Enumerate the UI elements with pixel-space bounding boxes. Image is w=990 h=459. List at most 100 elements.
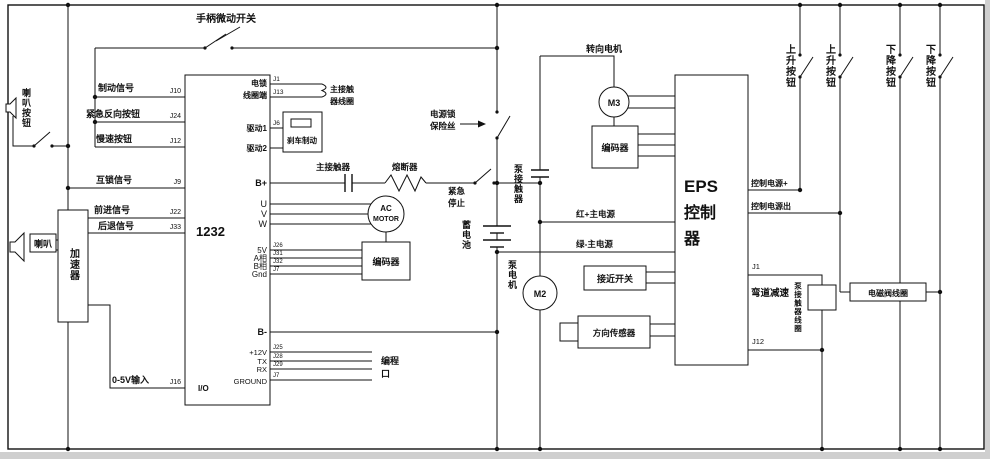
label-eps-3: 器	[683, 230, 701, 248]
pin-j28: J28	[273, 354, 283, 360]
label-control-power-out: 控制电源出	[751, 201, 791, 211]
label-v: V	[261, 209, 267, 219]
eps-controller-box	[674, 74, 749, 366]
label-ground: GROUND	[234, 377, 268, 386]
label-eps-2: 控制	[684, 203, 716, 222]
label-slow-button: 慢速按钮	[96, 133, 132, 144]
pin-eps-j1: J1	[752, 262, 760, 271]
pin-j32: J32	[273, 259, 283, 265]
label-encoder-right: 编码器	[601, 142, 629, 153]
horn-label-box	[29, 233, 57, 253]
power-lock-arrow	[460, 120, 486, 128]
label-programming-port-2: 口	[381, 369, 390, 379]
horn-button-speaker-icon	[5, 96, 17, 120]
switch-terminal-dots	[32, 46, 942, 185]
label-pump-motor: 泵电机	[507, 260, 518, 290]
label-encoder-left: 编码器	[372, 256, 400, 267]
label-lock-coil-2: 线圈端	[243, 90, 267, 100]
label-emergency-reverse-button: 紧急反向按钮	[86, 108, 140, 119]
label-up-button-1: 上升按钮	[784, 43, 797, 88]
label-up-button-2: 上升按钮	[824, 43, 837, 88]
label-interlock-signal: 互锁信号	[96, 174, 132, 185]
ac-motor-symbol	[367, 195, 405, 233]
pin-j29: J29	[273, 362, 283, 368]
pin-j26: J26	[273, 243, 283, 249]
handle-micro-switch-blade	[204, 33, 227, 49]
label-rx: RX	[257, 365, 267, 374]
label-backward-signal: 后退信号	[98, 220, 134, 231]
pin-j7-bottom: J7	[273, 373, 280, 379]
pin-j16: J16	[170, 379, 181, 386]
label-direction-sensor: 方向传感器	[593, 328, 636, 338]
pin-j33: J33	[170, 224, 181, 231]
label-phase-b: B相	[254, 261, 267, 271]
label-pump-contactor: 泵接触器	[513, 164, 524, 204]
label-w: W	[259, 219, 268, 229]
pin-j24: J24	[170, 113, 181, 120]
label-5v: 5V	[257, 246, 267, 255]
label-gnd: Gnd	[252, 270, 267, 279]
label-b-minus: B-	[258, 327, 268, 337]
main-contactor-coil-symbol	[320, 83, 327, 98]
label-accelerator: 加速器	[68, 247, 81, 281]
direction-sensor-box	[577, 315, 651, 349]
brake-coil-symbol	[290, 118, 312, 128]
label-power-lock-1: 电源锁	[430, 109, 456, 119]
label-red-main-power: 红+主电源	[576, 209, 615, 219]
label-main-contactor: 主接触器	[316, 162, 351, 172]
label-phase-a: A相	[254, 253, 267, 263]
label-lock-coil-1: 电锁	[251, 78, 267, 88]
label-power-lock-2: 保险丝	[429, 121, 456, 131]
label-ac-motor-1: AC	[380, 204, 392, 213]
pin-j6: J6	[273, 120, 280, 127]
pin-j9: J9	[174, 179, 182, 186]
pin-j31: J31	[273, 251, 283, 257]
controller-1232-box	[184, 74, 271, 406]
label-drive2: 驱动2	[247, 143, 268, 153]
label-main-contactor-coil-1: 主接触	[330, 84, 354, 94]
brake-actuator-box	[282, 111, 323, 153]
pin-j13: J13	[273, 89, 284, 96]
pin-j12: J12	[170, 138, 181, 145]
down-button-1-blade	[899, 56, 914, 78]
label-u: U	[261, 199, 268, 209]
label-battery: 蓄电池	[461, 219, 471, 250]
up-button-1-blade	[799, 56, 814, 78]
pin-eps-j12: J12	[752, 337, 764, 346]
switches	[32, 33, 954, 185]
label-horn-button: 喇叭按钮	[21, 87, 31, 128]
label-green-main-power: 绿-主电源	[576, 239, 613, 249]
label-proximity-switch: 接近开关	[597, 273, 633, 284]
encoder-right-box	[591, 125, 639, 169]
label-m2: M2	[534, 289, 547, 299]
steering-motor-symbol	[598, 86, 630, 118]
encoder-left-box	[361, 241, 411, 281]
label-eps-1: EPS	[684, 177, 718, 196]
label-curve-deceleration: 弯道减速	[751, 287, 790, 299]
pump-contactor-contact-symbol	[531, 169, 549, 178]
pump-motor-symbol	[522, 275, 558, 311]
junction-dots	[65, 2, 943, 452]
label-fuse: 熔断器	[392, 162, 418, 172]
label-main-contactor-coil-2: 器线圈	[329, 96, 354, 106]
pin-j1: J1	[273, 76, 280, 83]
label-drive1: 驱动1	[247, 123, 268, 133]
up-button-2-blade	[839, 56, 854, 78]
horn-button-switch-blade	[33, 131, 51, 147]
components	[5, 74, 927, 406]
label-programming-port-1: 编程	[381, 355, 399, 366]
emergency-stop-switch-blade	[474, 168, 492, 184]
label-brake-signal: 制动信号	[98, 82, 134, 93]
solenoid-valve-coil-box	[849, 282, 927, 302]
label-forward-signal: 前进信号	[94, 204, 130, 215]
pump-contactor-coil-box	[807, 284, 837, 311]
label-brake-actuator: 刹车制动	[287, 135, 317, 145]
label-control-power-plus: 控制电源+	[751, 178, 788, 188]
label-solenoid-valve-coil: 电磁阀线圈	[868, 288, 908, 298]
horn-speaker-icon	[9, 231, 25, 263]
pin-j22: J22	[170, 209, 181, 216]
label-12v: +12V	[249, 348, 267, 357]
down-button-2-blade	[939, 56, 954, 78]
